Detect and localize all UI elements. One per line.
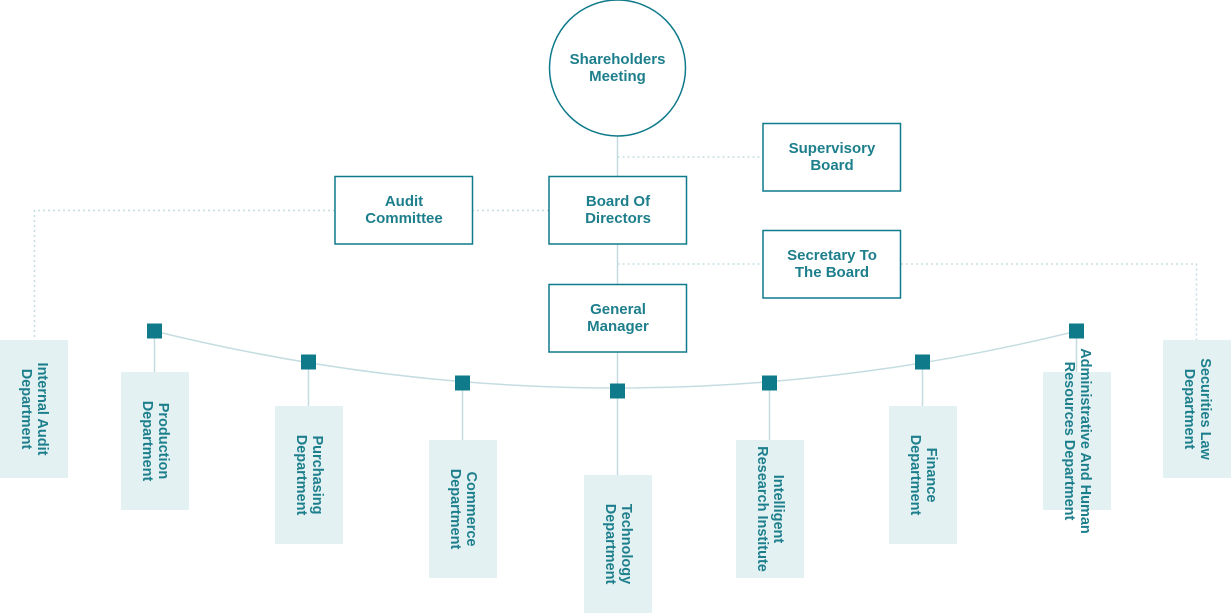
securities-line-2: Department xyxy=(1181,368,1197,450)
secretary-line-2: The Board xyxy=(794,264,870,281)
department-marker xyxy=(610,383,625,399)
department-label-line: Department xyxy=(292,434,309,516)
internal-audit-line-2: Department xyxy=(18,368,34,450)
department-label-line: Technology xyxy=(617,503,634,585)
department-marker xyxy=(915,354,930,370)
department-label-line: Production xyxy=(154,402,171,480)
securities-line-1: Securities Law xyxy=(1197,358,1213,460)
audit-line-2: Committee xyxy=(365,210,443,227)
department-label-line: Administrative And Human xyxy=(1076,348,1093,534)
supervisory-line-1: Supervisory xyxy=(788,140,876,157)
board-line-2: Directors xyxy=(585,210,651,227)
audit-line-1: Audit xyxy=(384,193,424,210)
department-label-line: Department xyxy=(138,400,155,482)
audit-committee-box xyxy=(334,175,474,245)
shareholders-line-2: Meeting xyxy=(589,68,646,85)
department-marker xyxy=(762,375,777,391)
department-marker xyxy=(455,375,470,391)
department-marker xyxy=(1069,323,1084,339)
department-label-line: Commerce xyxy=(462,471,479,547)
supervisory-line-2: Board xyxy=(810,157,854,174)
board-line-1: Board Of xyxy=(585,193,651,210)
department-marker xyxy=(301,354,316,370)
board-box xyxy=(548,175,688,245)
supervisory-box xyxy=(762,122,902,192)
shareholders-line-1: Shareholders xyxy=(569,51,666,68)
shareholders-circle xyxy=(548,0,687,137)
department-label-line: Resources Department xyxy=(1060,361,1077,521)
department-label-line: Department xyxy=(601,503,618,585)
department-label-line: Research Institute xyxy=(753,446,770,572)
department-label-line: Department xyxy=(906,434,923,516)
internal-audit-line-1: Internal Audit xyxy=(34,362,50,456)
department-marker xyxy=(147,323,162,339)
manager-line-2: Manager xyxy=(587,318,649,335)
manager-line-1: General xyxy=(590,301,646,318)
secretary-line-1: Secretary To xyxy=(787,247,877,264)
department-markers xyxy=(147,323,1084,399)
department-label-line: Intelligent xyxy=(769,474,786,544)
dotted-link-secretary xyxy=(617,263,1198,340)
department-label-line: Purchasing xyxy=(308,435,325,515)
general-manager-box xyxy=(548,283,688,353)
department-label-line: Department xyxy=(446,468,463,550)
dotted-link-audit xyxy=(33,209,549,340)
secretary-box xyxy=(762,229,902,299)
department-label-line: Finance xyxy=(922,447,939,503)
